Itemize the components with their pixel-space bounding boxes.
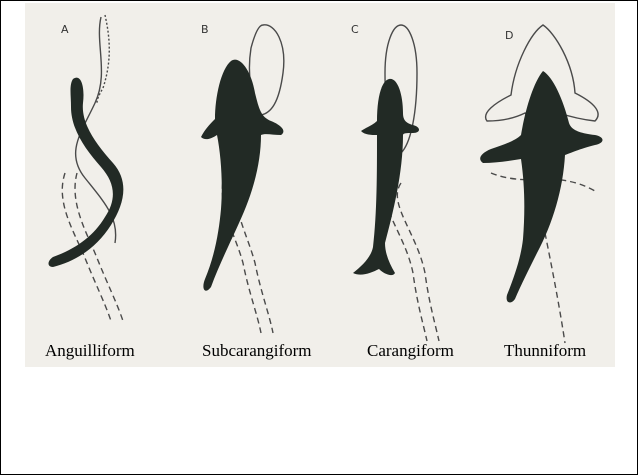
thunniform-dashed-tail xyxy=(545,233,565,343)
anguilliform-silhouette xyxy=(49,78,124,267)
caption-anguilliform: Anguilliform xyxy=(45,341,135,361)
panel-letter-c: C xyxy=(351,23,359,36)
caption-thunniform: Thunniform xyxy=(504,341,586,361)
fish-drawings xyxy=(25,3,615,367)
thunniform-silhouette xyxy=(480,71,602,302)
carangiform-silhouette xyxy=(353,79,419,275)
caption-subcarangiform: Subcarangiform xyxy=(202,341,312,361)
swimming-modes-figure: A B C D Anguilliform Subcarangiform Cara… xyxy=(25,3,615,367)
carangiform-dashed-tail-2 xyxy=(397,183,439,341)
panel-letter-a: A xyxy=(61,23,69,36)
panel-letter-d: D xyxy=(505,29,513,42)
panel-letter-b: B xyxy=(201,23,209,36)
caption-carangiform: Carangiform xyxy=(367,341,454,361)
subcarangiform-silhouette xyxy=(201,60,283,291)
